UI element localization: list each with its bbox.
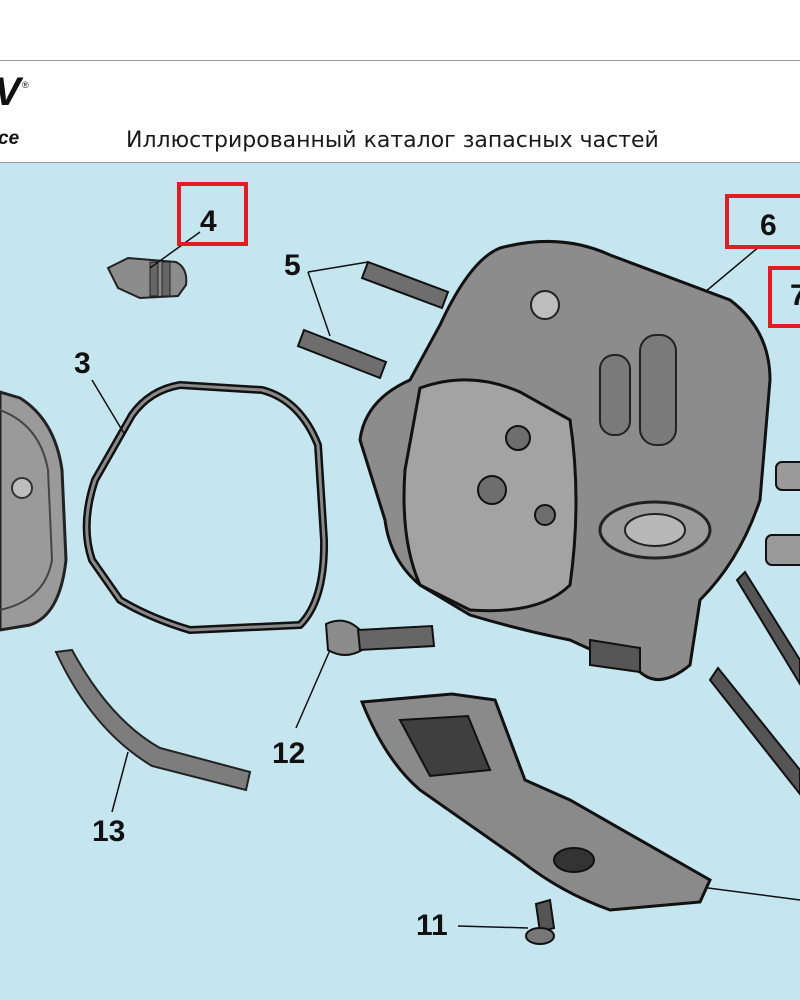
deflector-plate-part	[359, 692, 712, 912]
callout-3: 3	[74, 347, 91, 380]
page-title: Иллюстрированный каталог запасных частей	[126, 128, 659, 153]
highlight-box-6	[725, 194, 800, 249]
spark-plug-part	[106, 256, 188, 300]
callout-6: 6	[760, 209, 777, 242]
seal-strip-part	[54, 648, 252, 792]
highlight-box-7	[768, 266, 800, 328]
catalog-header: V ® ce Иллюстрированный каталог запасных…	[0, 0, 800, 163]
stud-bolts-part	[296, 260, 450, 380]
leader-lines	[91, 231, 800, 929]
callout-4: 4	[200, 205, 217, 238]
right-edge-parts	[708, 461, 800, 796]
logo-tagline: ce	[0, 128, 20, 149]
valve-cover-part	[0, 390, 68, 632]
top-divider	[0, 60, 800, 61]
brand-logo: V	[0, 70, 21, 115]
parts-drawing	[0, 231, 800, 945]
flange-bolt-part	[324, 619, 436, 656]
cylinder-head-part	[358, 240, 772, 681]
highlight-box-4	[177, 182, 248, 246]
callout-5: 5	[284, 249, 301, 282]
gasket-part	[82, 381, 329, 634]
small-bolt-part	[525, 898, 556, 945]
logo-registered-mark: ®	[22, 80, 29, 90]
callout-11: 11	[416, 909, 448, 942]
callout-7: 7	[790, 279, 800, 312]
callout-13: 13	[92, 815, 126, 848]
exploded-parts-diagram: 3 4 5 6 7 11 12 13	[0, 163, 800, 1000]
header-divider	[0, 162, 800, 163]
callout-12: 12	[272, 737, 306, 770]
